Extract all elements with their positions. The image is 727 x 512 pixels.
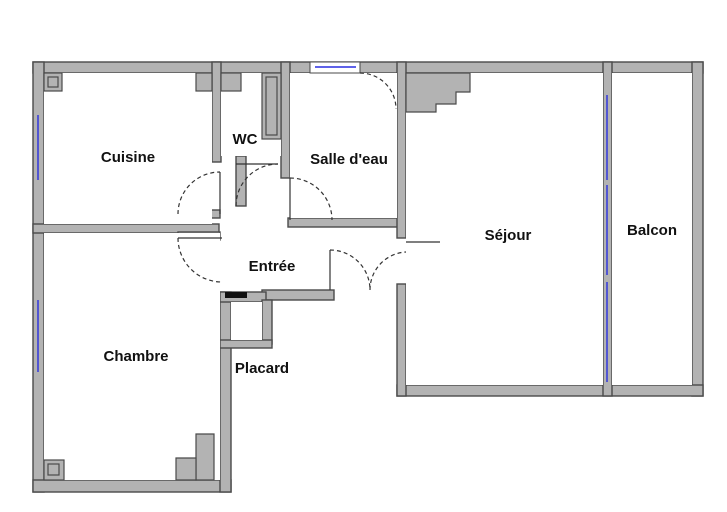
- door-salle-deau: [289, 177, 333, 221]
- room-labels: Cuisine WC Salle d'eau Séjour Balcon Ent…: [101, 131, 677, 377]
- door-wc: [235, 163, 279, 207]
- label-balcon: Balcon: [627, 222, 677, 239]
- door-entrance: [359, 72, 397, 110]
- threshold-mark: [225, 292, 247, 298]
- label-sejour: Séjour: [485, 227, 532, 244]
- label-cuisine: Cuisine: [101, 149, 155, 166]
- label-wc: WC: [233, 131, 258, 148]
- door-cuisine: [177, 171, 221, 215]
- door-sejour: [329, 249, 371, 291]
- fixtures: [43, 72, 471, 481]
- windows: [37, 61, 608, 382]
- room-floors: [44, 73, 692, 480]
- label-entree: Entrée: [249, 258, 296, 275]
- label-salle-deau: Salle d'eau: [310, 151, 388, 168]
- doors: [177, 72, 440, 291]
- label-placard: Placard: [235, 360, 289, 377]
- label-chambre: Chambre: [103, 348, 168, 365]
- door-chambre: [177, 237, 223, 283]
